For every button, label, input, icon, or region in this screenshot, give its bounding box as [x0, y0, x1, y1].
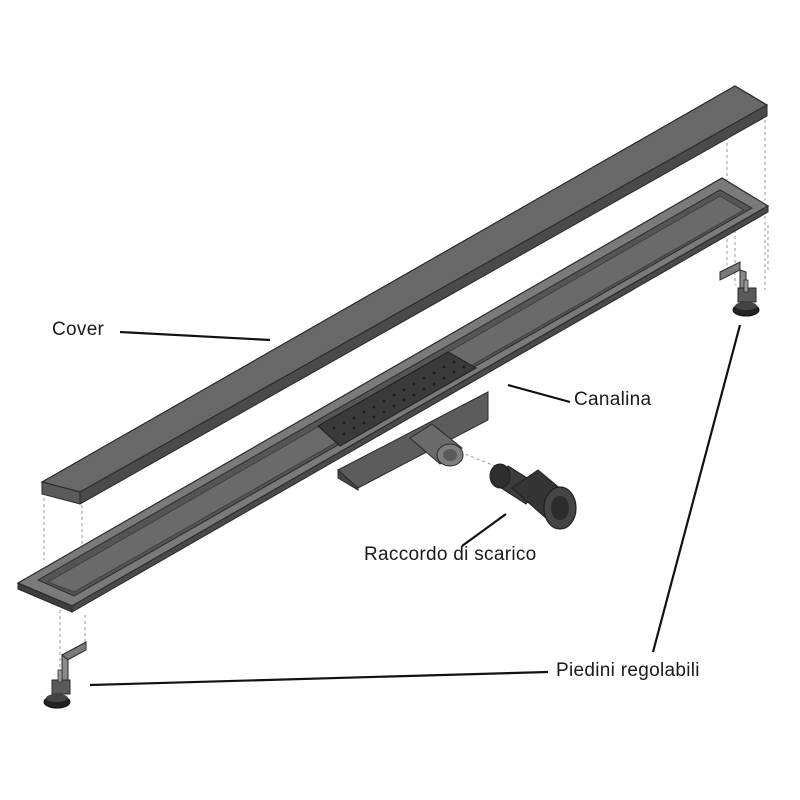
leader-canalina	[507, 383, 571, 404]
raccordo-part	[489, 463, 577, 530]
cover-end-flap	[41, 481, 81, 505]
drain-box-side	[337, 468, 359, 491]
cover-top-face	[40, 85, 769, 493]
cover-part	[40, 85, 769, 505]
foot-left	[43, 641, 87, 709]
leader-piedini-right	[651, 324, 742, 653]
canalina-part	[16, 177, 770, 613]
leader-piedini-left	[89, 670, 549, 687]
grate-holes	[332, 360, 466, 436]
leader-lines	[89, 324, 742, 687]
label-canalina: Canalina	[574, 389, 652, 410]
foot-right	[719, 261, 760, 317]
label-raccordo-di-scarico: Raccordo di scarico	[364, 544, 537, 565]
leader-cover	[119, 330, 271, 342]
leader-raccordo	[461, 513, 507, 547]
label-cover: Cover	[52, 319, 105, 340]
outlet-pipe	[409, 423, 464, 467]
alignment-guides	[43, 108, 769, 680]
label-piedini-regolabili: Piedini regolabili	[556, 660, 700, 681]
channel-front-edge	[71, 205, 769, 613]
drain-grate	[317, 351, 478, 447]
